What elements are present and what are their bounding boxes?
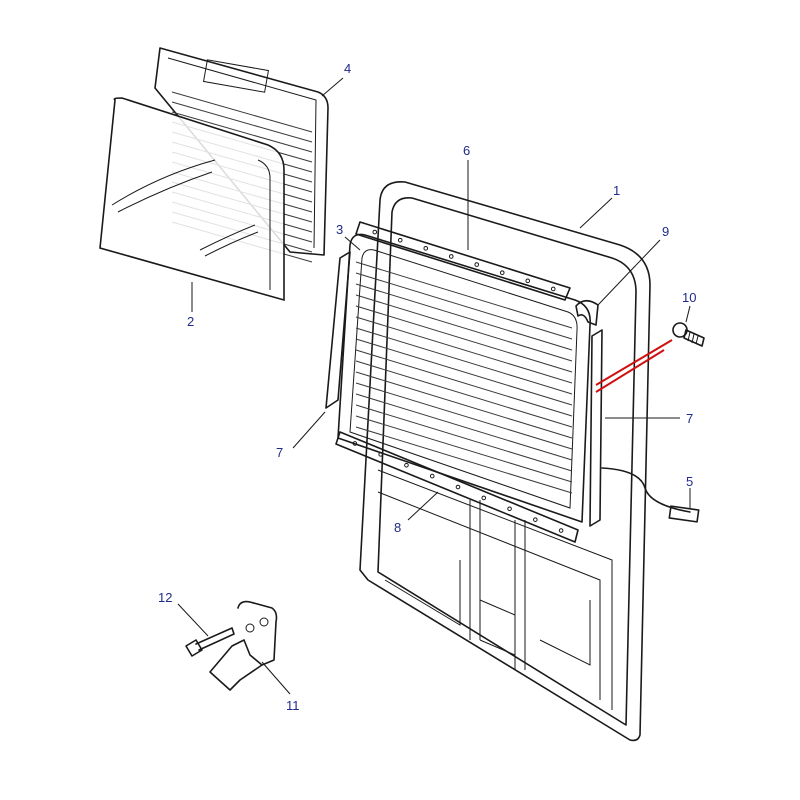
- part-1-door-frame: [359, 181, 651, 742]
- rail-hole: [525, 278, 531, 284]
- rail-hole: [423, 246, 429, 251]
- callout-10: 10: [682, 290, 696, 305]
- glass-line: [355, 261, 573, 329]
- glass-line: [355, 371, 573, 439]
- glass-line: [355, 327, 573, 395]
- part-3-window-frame: [337, 233, 592, 523]
- rail-hole: [499, 270, 505, 275]
- rail-hole: [372, 229, 378, 235]
- glass-line: [355, 349, 573, 417]
- rail-hole: [507, 506, 512, 512]
- part-7-right-rail: [589, 329, 603, 527]
- panel-line: [171, 101, 313, 143]
- glass-line: [355, 382, 573, 450]
- glass-line: [355, 404, 573, 472]
- glass-line: [355, 272, 573, 340]
- leader-lines: [177, 77, 691, 695]
- glass-line: [355, 338, 573, 406]
- part-5-cable: [601, 467, 700, 523]
- part-11-bracket: [209, 600, 278, 691]
- glass-line: [355, 316, 573, 384]
- panel-line: [171, 91, 313, 133]
- part-6-top-rail: [355, 221, 571, 301]
- callout-12: 12: [158, 590, 172, 605]
- callout-9: 9: [662, 224, 669, 239]
- part-12-bolt: [185, 627, 235, 657]
- callout-5: 5: [686, 474, 693, 489]
- callout-7-right: 7: [686, 411, 693, 426]
- callouts: 4 2 3 6 1 9 10 7 5 7 8 12 11: [158, 61, 696, 713]
- callout-2: 2: [187, 314, 194, 329]
- part-2-glass: [99, 97, 285, 302]
- part-8-bottom-rail: [335, 431, 579, 543]
- glass-line: [355, 393, 573, 461]
- glass-line: [355, 415, 573, 483]
- rail-hole: [533, 517, 538, 522]
- part-10-screw: [672, 322, 705, 347]
- callout-3: 3: [336, 222, 343, 237]
- rail-hole: [455, 484, 461, 490]
- glass-line: [355, 305, 573, 373]
- callout-11: 11: [286, 698, 300, 713]
- callout-4: 4: [344, 61, 351, 76]
- rail-hole: [550, 286, 556, 292]
- part-9-corner-bracket: [575, 299, 599, 326]
- rail-hole: [378, 452, 383, 457]
- glass-line: [355, 426, 573, 494]
- rail-hole: [397, 237, 403, 243]
- callout-6: 6: [463, 143, 470, 158]
- callout-7-left: 7: [276, 445, 283, 460]
- glass-line: [355, 294, 573, 362]
- callout-1: 1: [613, 183, 620, 198]
- rail-hole: [558, 528, 564, 533]
- rail-hole: [429, 473, 435, 479]
- rail-hole: [404, 462, 409, 468]
- rail-hole: [352, 441, 358, 446]
- part-7-left-rail: [325, 251, 351, 409]
- glass-line: [355, 283, 573, 351]
- panel-line: [171, 111, 313, 153]
- rail-hole: [448, 254, 454, 259]
- rail-hole: [481, 495, 487, 501]
- glass-line: [355, 360, 573, 428]
- callout-8: 8: [394, 520, 401, 535]
- rail-hole: [474, 262, 480, 267]
